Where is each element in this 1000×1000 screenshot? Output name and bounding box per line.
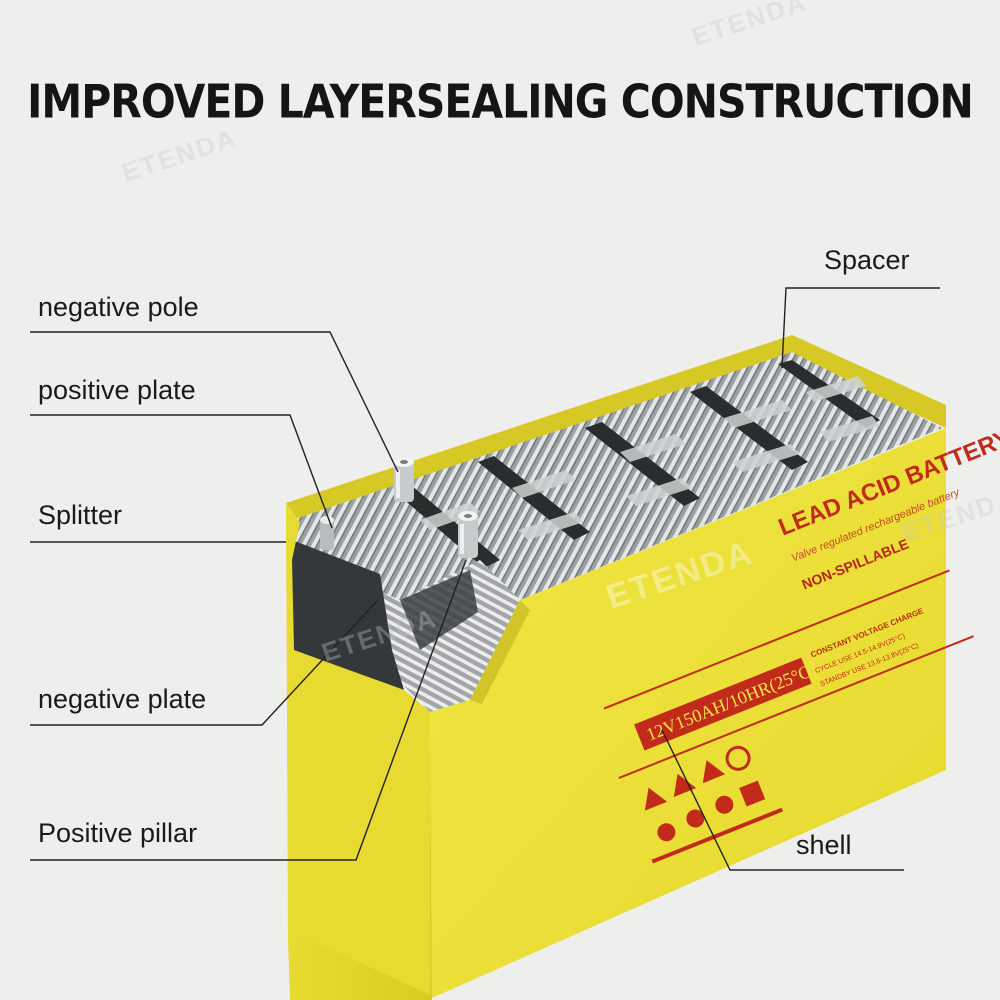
label-splitter: Splitter: [38, 500, 123, 530]
leader-positive-pillar: [30, 559, 467, 861]
label-negative-pole: negative pole: [38, 292, 199, 322]
rating-box: [634, 657, 812, 751]
label-positive-pillar: Positive pillar: [38, 818, 198, 848]
negative-pole-terminal: [394, 457, 414, 502]
page-title: IMPROVED LAYERSEALING CONSTRUCTION: [27, 75, 974, 129]
splitter-post: [320, 516, 334, 550]
shell-wall-slope: [470, 600, 530, 704]
cell-plates-top: [292, 352, 942, 640]
cell-separator-bars: [420, 376, 880, 540]
leader-spacer: [781, 287, 940, 369]
label-shell: shell: [796, 830, 852, 860]
leader-shell: [661, 729, 904, 871]
leader-positive-plate: [30, 414, 333, 529]
label-spacer: Spacer: [824, 245, 910, 275]
positive-pillar-terminal: [458, 511, 478, 558]
label-positive-plate: positive plate: [38, 375, 196, 405]
label-negative-plate: negative plate: [38, 684, 207, 714]
leader-negative-pole: [30, 331, 399, 473]
warning-symbols: [644, 745, 784, 864]
leader-lines: [30, 287, 940, 871]
leader-negative-plate: [30, 599, 379, 726]
dark-spacer-block: [292, 540, 404, 690]
dark-spacer-block-2: [400, 570, 478, 650]
shell-left-face: [286, 520, 430, 995]
